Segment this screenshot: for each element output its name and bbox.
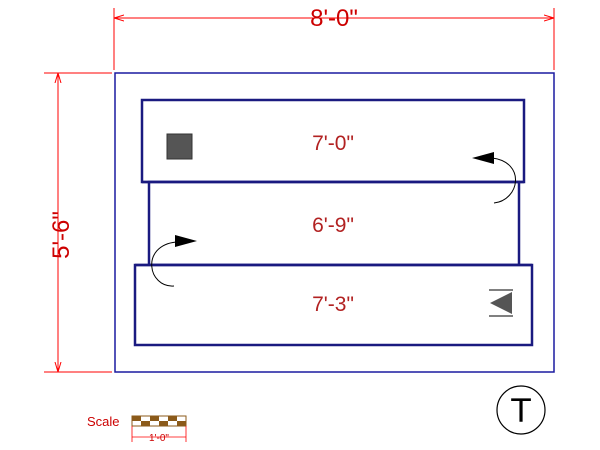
- width-dimension-label: 8'-0": [310, 5, 358, 32]
- curved-arrow-icon-left: [151, 235, 197, 287]
- curved-arrow-icon-right: [472, 152, 516, 204]
- scale-label: Scale: [87, 414, 120, 429]
- height-dimension: 5'-6": [44, 72, 112, 373]
- segment-middle-label: 6'-9": [312, 214, 354, 237]
- width-dimension: 8'-0": [113, 5, 555, 70]
- segment-top: [140, 98, 526, 184]
- segment-middle: [147, 180, 521, 267]
- tag-symbol: T: [496, 385, 546, 435]
- triangle-marker-icon: [489, 289, 513, 317]
- segment-bottom-label: 7'-3": [312, 293, 354, 316]
- scale-unit-label: 1'-0": [149, 433, 169, 444]
- tag-letter: T: [510, 392, 531, 430]
- square-marker-icon: [166, 133, 193, 160]
- height-dimension-label: 5'-6": [48, 211, 75, 259]
- scale-bar: Scale 1'-0": [87, 414, 187, 444]
- segment-top-label: 7'-0": [312, 132, 354, 155]
- outer-boundary: [114, 72, 555, 373]
- segment-bottom: [133, 263, 534, 347]
